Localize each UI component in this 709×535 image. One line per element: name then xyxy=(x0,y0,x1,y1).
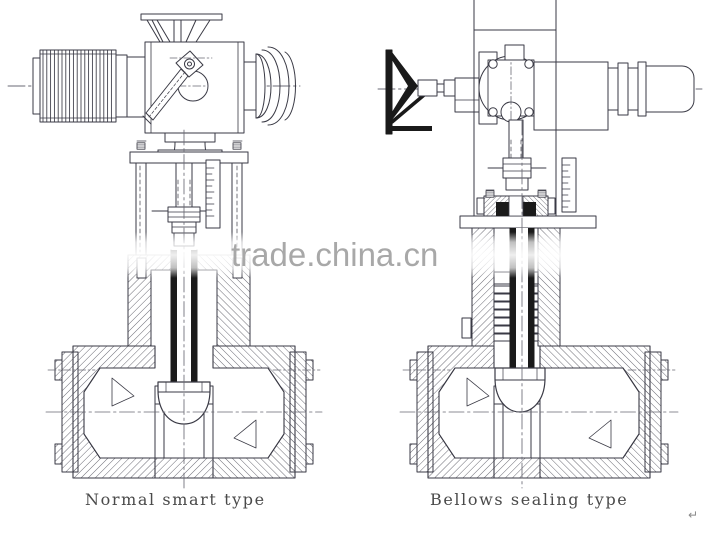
declutch-lever-left[interactable] xyxy=(142,68,189,125)
handwheel-right[interactable] xyxy=(385,49,432,135)
caption-bellows-sealing-type: Bellows sealing type xyxy=(430,490,629,509)
actuator-gearbox-right xyxy=(478,44,544,125)
actuator-body-right xyxy=(533,61,609,131)
valve-plug-right xyxy=(494,367,546,413)
caption-normal-smart-type: Normal smart type xyxy=(85,490,266,509)
side-gear-housing-right xyxy=(454,77,480,113)
actuator-motor-left xyxy=(32,49,128,123)
centerlines-left xyxy=(45,129,323,489)
valve-body-right xyxy=(409,345,669,479)
yoke-top-plate-left xyxy=(129,149,249,164)
stem-connector-right xyxy=(487,157,547,191)
watermark-text: trade.china.cn xyxy=(231,236,439,273)
actuator-motor-right xyxy=(607,61,695,117)
handwheel-left[interactable] xyxy=(243,46,296,126)
bonnet-flange-right xyxy=(476,189,556,217)
handwheel-shaft-right xyxy=(417,79,456,97)
paragraph-return-mark: ↵ xyxy=(688,508,699,522)
centerlines-right xyxy=(399,119,679,489)
travel-indicator-scale-right xyxy=(561,157,577,213)
travel-indicator-scale-left xyxy=(205,159,221,229)
top-bracket-left xyxy=(140,13,223,43)
